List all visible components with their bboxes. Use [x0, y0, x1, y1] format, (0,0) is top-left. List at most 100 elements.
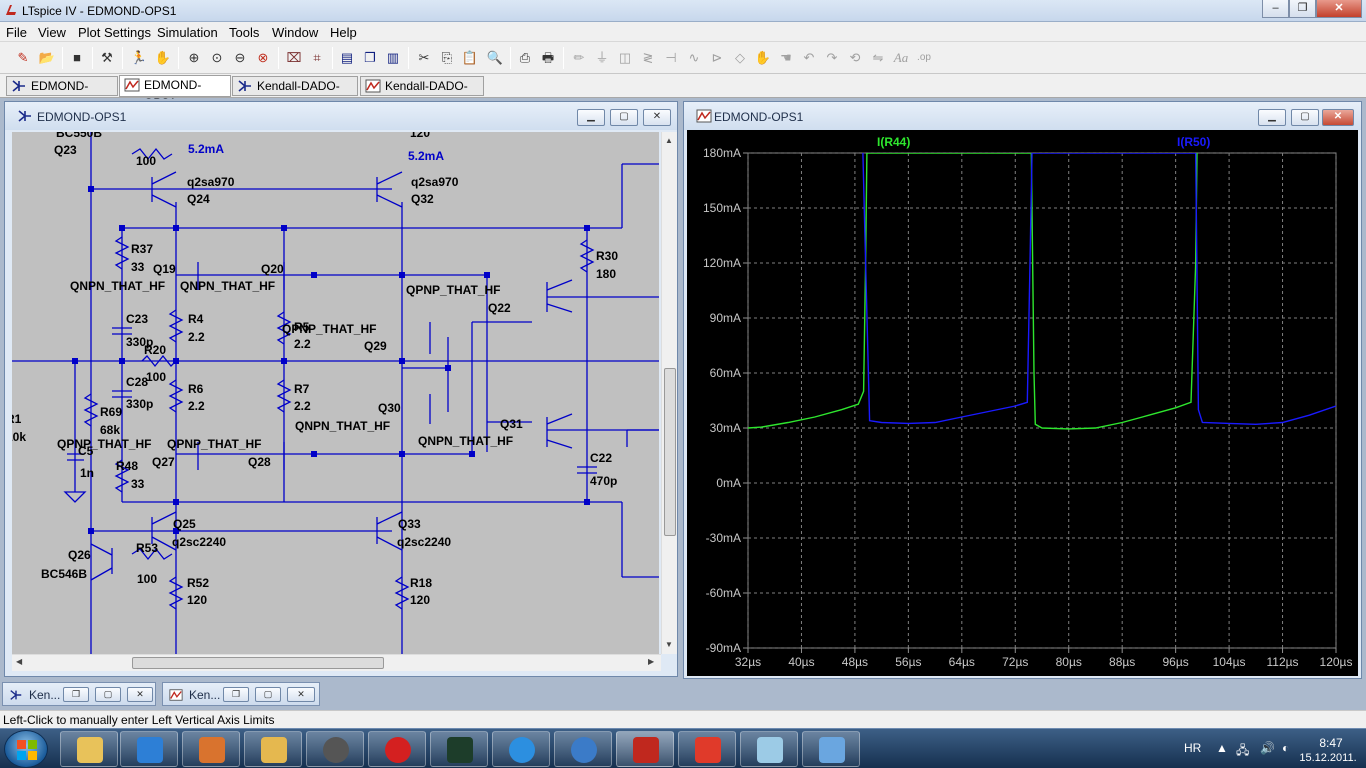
taskbar-office[interactable]	[182, 731, 240, 767]
tab-edmond-schematic[interactable]: EDMOND-OPS1	[6, 76, 118, 111]
find-icon[interactable]: 🔍	[486, 50, 504, 65]
restore-button[interactable]: ❐	[1289, 0, 1316, 18]
taskbar-app-glass[interactable]	[740, 731, 798, 767]
tab-kendall-waveform[interactable]: Kendall-DADO-OPS	[360, 76, 484, 111]
waveform-window-titlebar[interactable]: EDMOND-OPS1 ▁ ▢ ✕	[684, 102, 1361, 130]
mirror-icon[interactable]: ⇋	[872, 50, 884, 65]
taskbar-ie[interactable]	[492, 731, 550, 767]
paste-icon[interactable]: 📋	[461, 50, 479, 65]
schematic-close-button[interactable]: ✕	[643, 109, 671, 126]
drag-icon[interactable]: ☚	[780, 50, 792, 65]
waveform-maximize-button[interactable]: ▢	[1291, 109, 1319, 126]
diode-icon[interactable]: ⊳	[711, 50, 723, 65]
component-icon[interactable]: ◇	[735, 50, 745, 65]
clock-date[interactable]: 15.12.2011.	[1299, 752, 1357, 764]
close-button[interactable]: ✕	[1316, 0, 1362, 18]
minimized-kendall-schematic[interactable]: Ken... ❐ ▢ ✕	[2, 682, 156, 706]
menu-tools[interactable]: Tools	[229, 25, 260, 40]
menu-plot-settings[interactable]: Plot Settings	[78, 25, 151, 40]
label-r37: R37	[131, 242, 153, 256]
taskbar-media-player[interactable]	[120, 731, 178, 767]
text-icon[interactable]: Aa	[893, 50, 909, 65]
control-panel-icon[interactable]: ⚒	[101, 50, 113, 65]
taskbar-app-window[interactable]	[802, 731, 860, 767]
capacitor-icon[interactable]: ⊣	[665, 50, 677, 65]
tab-kendall-schematic[interactable]: Kendall-DADO-OPS	[232, 76, 358, 111]
scroll-right-icon[interactable]: ▶	[648, 657, 655, 666]
taskbar-antivirus[interactable]	[368, 731, 426, 767]
taskbar-tool[interactable]	[306, 731, 364, 767]
scroll-down-icon[interactable]: ▼	[665, 640, 673, 649]
minimized-maximize-button[interactable]: ▢	[95, 687, 121, 702]
tab-edmond-waveform[interactable]: EDMOND-OPS1	[119, 75, 231, 110]
network-icon[interactable]: 🖧	[1236, 743, 1250, 757]
inductor-icon[interactable]: ∿	[688, 50, 700, 65]
schematic-window-titlebar[interactable]: EDMOND-OPS1 ▁ ▢ ✕	[5, 102, 677, 130]
new-schematic-icon[interactable]: ✎	[17, 50, 29, 65]
cascade-icon[interactable]: ❐	[364, 50, 376, 65]
minimized-close-button[interactable]: ✕	[287, 687, 315, 702]
app-icon	[757, 737, 783, 763]
taskbar-explorer[interactable]	[60, 731, 118, 767]
taskbar-mail[interactable]	[244, 731, 302, 767]
menu-window[interactable]: Window	[272, 25, 319, 40]
open-icon[interactable]: 📂	[38, 50, 56, 65]
waveform-minimize-button[interactable]: ▁	[1258, 109, 1286, 126]
zoom-full-icon[interactable]: ⊗	[257, 50, 269, 65]
minimized-restore-button[interactable]: ❐	[223, 687, 249, 702]
undo-icon[interactable]: ↶	[803, 50, 815, 65]
schematic-canvas[interactable]: BC550B Q23 100 5.2mA 120 5.2mA q2sa970 Q…	[12, 132, 659, 654]
zoom-out-icon[interactable]: ⊖	[234, 50, 246, 65]
minimized-kendall-waveform[interactable]: Ken... ❐ ▢ ✕	[162, 682, 320, 706]
save-icon[interactable]: ■	[73, 50, 81, 65]
waveform-close-button[interactable]: ✕	[1322, 109, 1354, 126]
zoom-pan-icon[interactable]: ⊙	[211, 50, 223, 65]
copy-icon[interactable]: ⎘	[441, 50, 453, 65]
taskbar-scope[interactable]	[430, 731, 488, 767]
move-icon[interactable]: ✋	[754, 50, 772, 65]
schematic-horizontal-scrollbar[interactable]: ◀ ▶	[12, 654, 661, 671]
menu-file[interactable]: File	[6, 25, 27, 40]
cut-icon[interactable]: ✂	[418, 50, 430, 65]
spice-directive-icon[interactable]: .op	[917, 52, 931, 63]
minimized-restore-button[interactable]: ❐	[63, 687, 89, 702]
taskbar-app-red[interactable]	[678, 731, 736, 767]
label-net-icon[interactable]: ◫	[618, 50, 632, 65]
minimized-close-button[interactable]: ✕	[127, 687, 153, 702]
taskbar-media[interactable]	[554, 731, 612, 767]
vertical-scroll-thumb[interactable]	[664, 368, 676, 536]
halt-icon[interactable]: ✋	[154, 50, 172, 65]
tile-horizontal-icon[interactable]: ▤	[340, 50, 354, 65]
tray-expand-icon[interactable]: ▲	[1216, 741, 1228, 755]
redo-icon[interactable]: ↷	[826, 50, 838, 65]
schematic-vertical-scrollbar[interactable]: ▲ ▼	[661, 132, 677, 654]
print-setup-icon[interactable]: ⎙	[519, 50, 531, 65]
volume-icon[interactable]: 🔊	[1260, 741, 1275, 755]
autorange-icon[interactable]: ⌧	[286, 50, 302, 65]
menu-view[interactable]: View	[38, 25, 66, 40]
print-icon[interactable]: 🖶	[541, 50, 555, 65]
tray-language[interactable]: HR	[1184, 741, 1202, 755]
menu-help[interactable]: Help	[330, 25, 357, 40]
schematic-maximize-button[interactable]: ▢	[610, 109, 638, 126]
minimize-button[interactable]: –	[1262, 0, 1289, 18]
run-icon[interactable]: 🏃	[130, 50, 148, 65]
minimized-maximize-button[interactable]: ▢	[255, 687, 281, 702]
tile-vertical-icon[interactable]: ▥	[386, 50, 400, 65]
horizontal-scroll-thumb[interactable]	[132, 657, 384, 669]
scroll-left-icon[interactable]: ◀	[16, 657, 23, 666]
start-button[interactable]	[4, 730, 48, 768]
clock-time[interactable]: 8:47	[1319, 736, 1343, 750]
taskbar-ltspice[interactable]	[616, 731, 674, 767]
tray-app-icon[interactable]: ◐	[1282, 741, 1290, 755]
draw-wire-icon[interactable]: ✏	[573, 50, 585, 65]
menu-simulation[interactable]: Simulation	[157, 25, 218, 40]
resistor-icon[interactable]: ≷	[642, 50, 654, 65]
scroll-up-icon[interactable]: ▲	[665, 136, 673, 145]
grid-icon[interactable]: ⌗	[313, 50, 321, 65]
ground-icon[interactable]: ⏚	[595, 50, 609, 65]
rotate-icon[interactable]: ⟲	[849, 50, 861, 65]
schematic-minimize-button[interactable]: ▁	[577, 109, 605, 126]
zoom-in-icon[interactable]: ⊕	[188, 50, 200, 65]
